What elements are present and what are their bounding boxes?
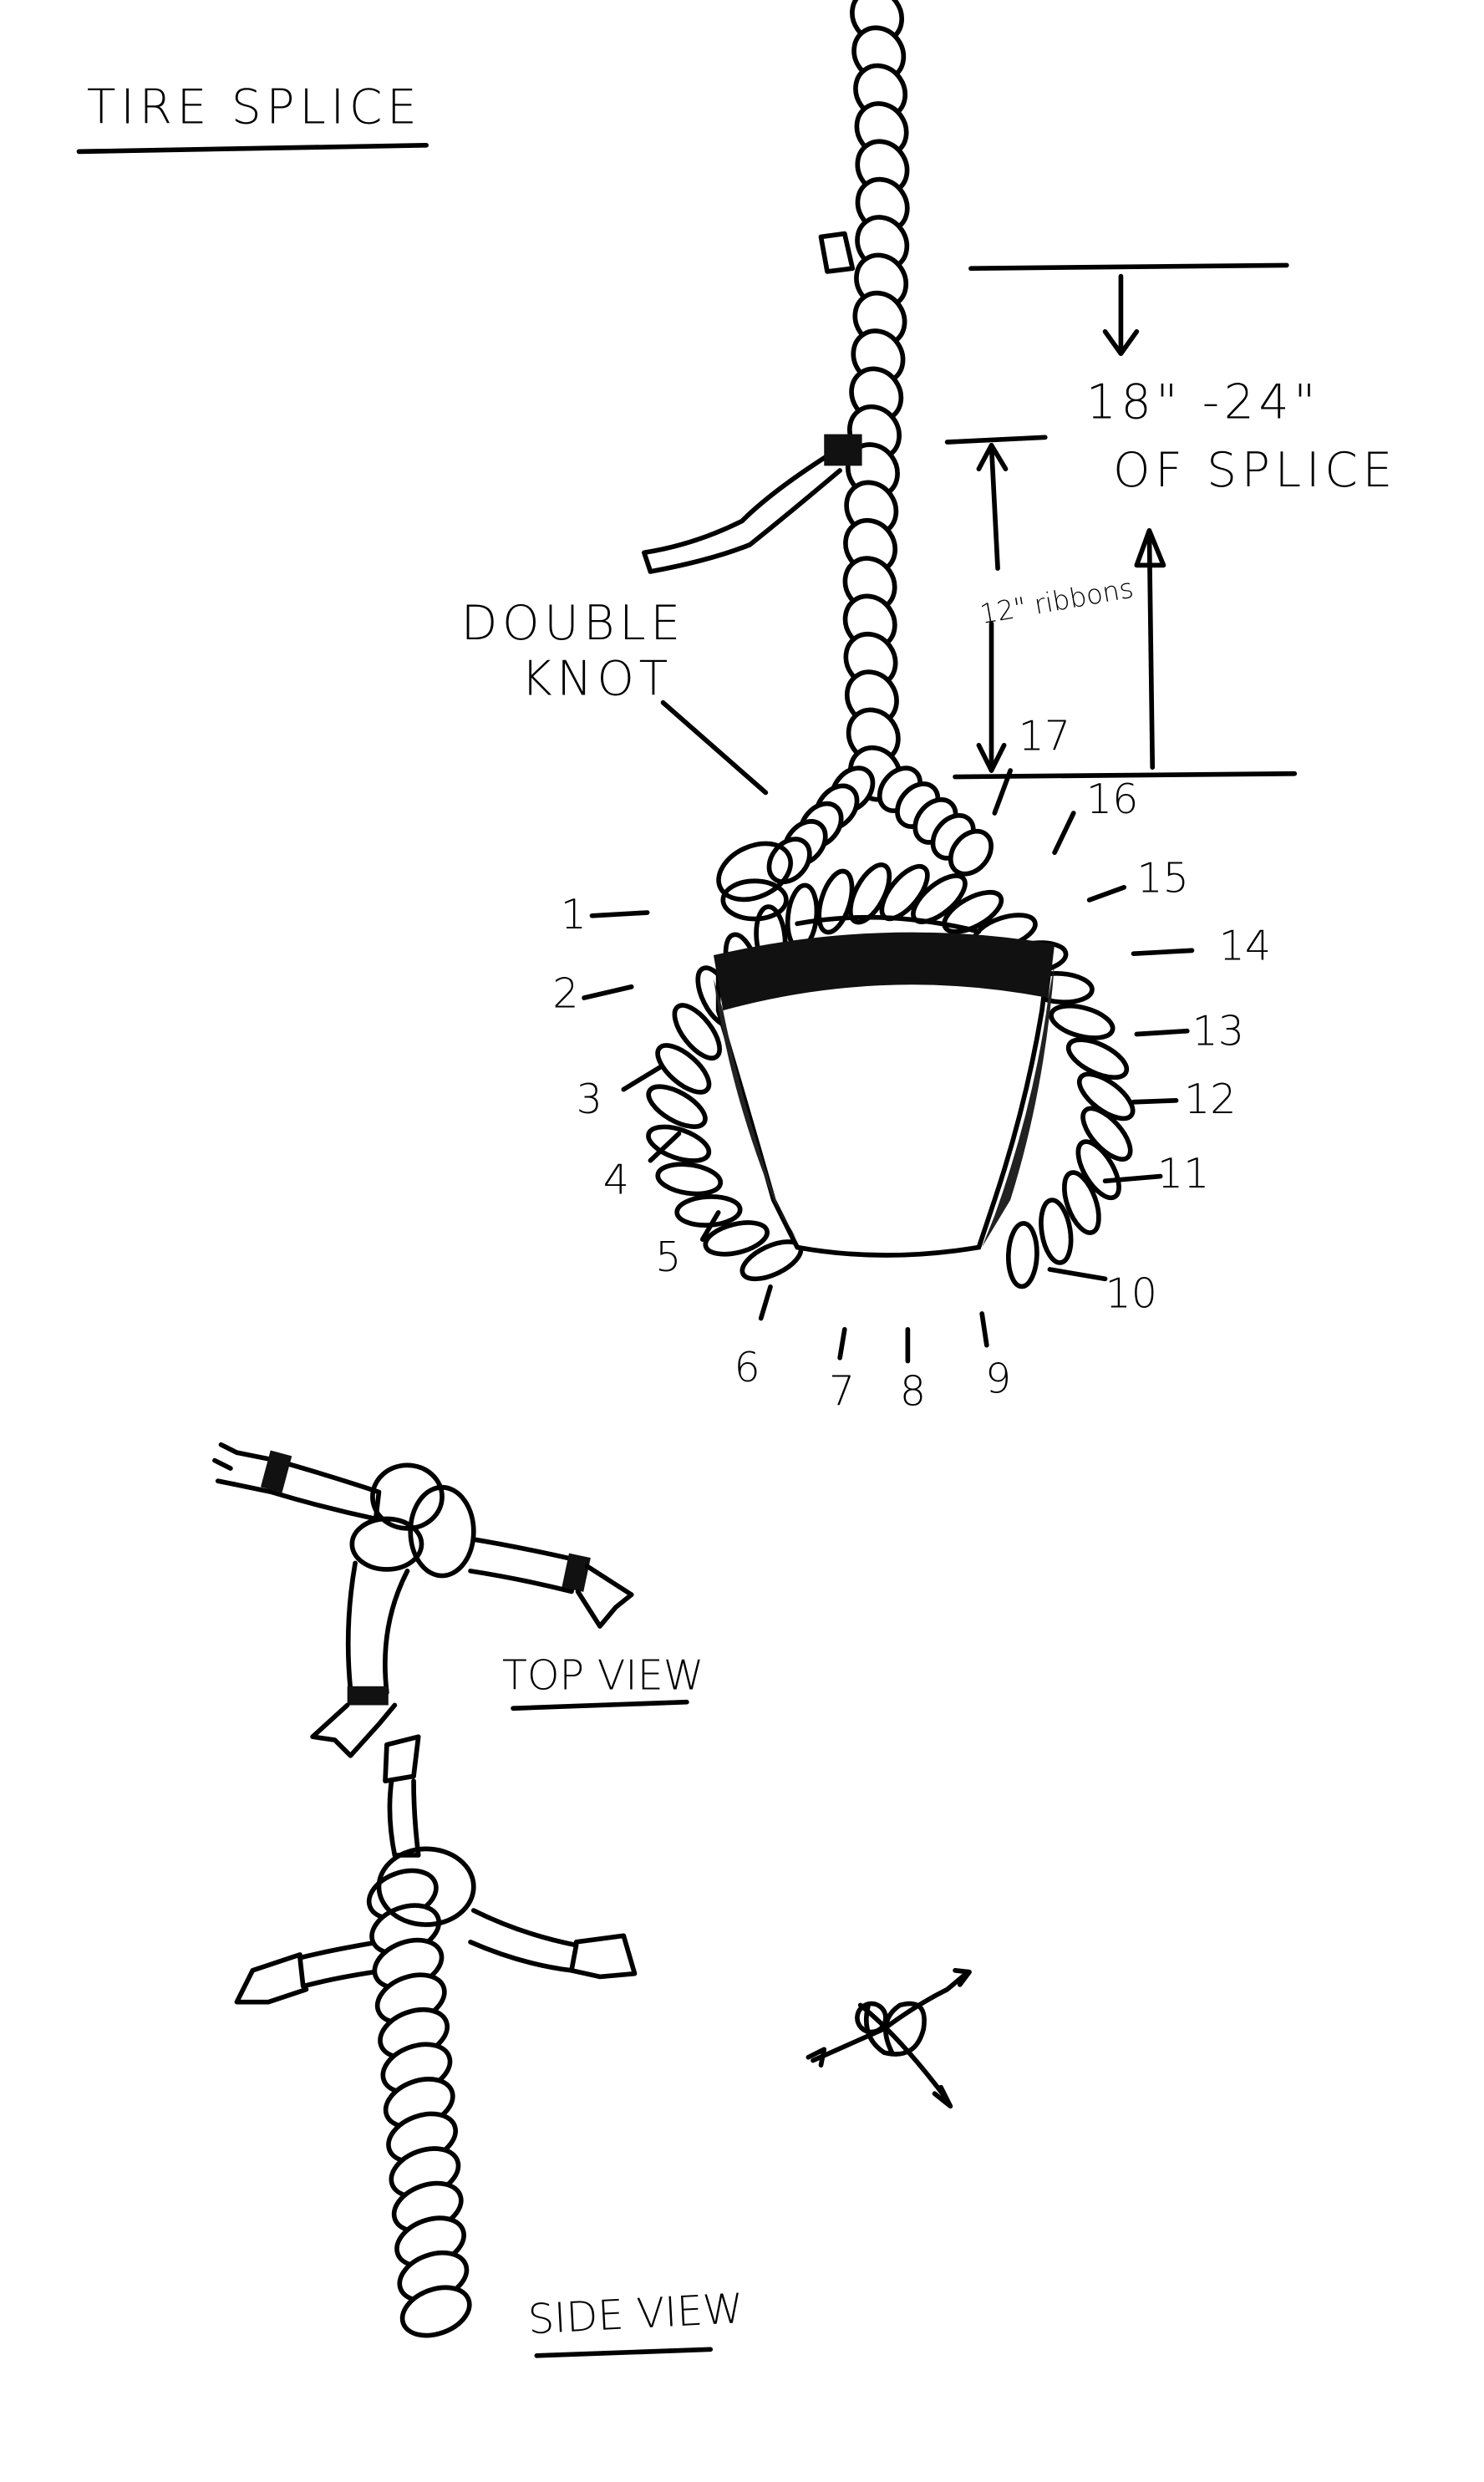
loop-strand: [672, 1003, 722, 1060]
wrap-number-2: 2: [552, 969, 578, 1017]
loop-strand: [1039, 1198, 1074, 1265]
wrap-number-10: 10: [1105, 1269, 1158, 1317]
loop-strand: [1062, 1170, 1101, 1235]
side-view-rope: [234, 1734, 638, 2338]
wrap-number-3: 3: [577, 1075, 602, 1123]
top-view-underline: [511, 1699, 689, 1711]
dimension-lines: [944, 262, 1298, 780]
wrap-number-11: 11: [1157, 1149, 1210, 1198]
leader-line: [699, 1210, 721, 1242]
wrap-number-16: 16: [1086, 775, 1139, 823]
wrap-number-14: 14: [1219, 922, 1272, 970]
side-view-label: SIDE VIEW: [527, 2284, 745, 2343]
callout-leader: [660, 699, 769, 796]
side-knot: [376, 1846, 476, 1927]
diagram-title: TIRE SPLICE: [87, 79, 422, 135]
loop-strand: [703, 1220, 770, 1257]
loop-strand: [1005, 1221, 1039, 1289]
title-underline: [76, 142, 429, 155]
leader-line: [1134, 1028, 1190, 1037]
splice-caption: OF SPLICE: [1113, 443, 1397, 498]
leader-line: [1047, 1267, 1108, 1282]
top-view-label: TOP VIEW: [502, 1651, 704, 1700]
tire: [713, 914, 1055, 1258]
leader-line: [621, 1065, 663, 1092]
wrap-number-4: 4: [603, 1155, 629, 1203]
leader-line: [992, 768, 1014, 816]
loop-strand: [646, 1084, 708, 1129]
leader-line: [1052, 811, 1076, 856]
ribbon-end: [642, 447, 842, 574]
leader-line: [1102, 1173, 1163, 1184]
wrap-number-13: 13: [1192, 1007, 1244, 1055]
wrap-number-8: 8: [900, 1366, 926, 1415]
top-view-knot: [212, 1442, 634, 1758]
leader-line: [648, 1131, 682, 1163]
leader-line: [589, 910, 650, 918]
rope: [766, 0, 994, 884]
side-view-underline: [534, 2347, 714, 2358]
wrap-number-12: 12: [1184, 1075, 1237, 1123]
leader-line: [582, 984, 634, 1000]
loop-strand: [646, 1124, 712, 1163]
wrap-number-9: 9: [985, 1354, 1011, 1402]
leader-line: [1131, 948, 1195, 956]
arrow-up-icon: [988, 442, 1000, 571]
leader-line: [758, 1284, 773, 1321]
wrap-number-1: 1: [561, 890, 587, 938]
tire-tread: [713, 932, 1055, 1011]
leader-line: [1086, 884, 1127, 903]
callout-knot: KNOT: [521, 651, 672, 706]
leader-line: [1131, 1098, 1179, 1105]
splice-length-label: 18" -24": [1086, 375, 1320, 430]
loop-strand: [1075, 1139, 1121, 1201]
loop-strand: [655, 1043, 712, 1095]
wrap-number-17: 17: [1019, 711, 1071, 760]
loop-strand: [1049, 1003, 1116, 1040]
ribbons-label: 12" ribbons: [978, 572, 1136, 631]
loop-strand: [1065, 1037, 1130, 1081]
callout-double: DOUBLE: [461, 596, 685, 651]
wrap-number-15: 15: [1136, 853, 1189, 902]
wrap-number-6: 6: [734, 1343, 760, 1391]
rope-strand: [948, 828, 994, 877]
ribbon-wrap: [824, 434, 862, 466]
double-knot: [716, 841, 793, 903]
wrap-number-7: 7: [829, 1366, 855, 1415]
leader-line: [837, 1326, 847, 1361]
loop-strand: [655, 1162, 724, 1197]
coil-strand: [399, 2285, 472, 2338]
loop-strand: [942, 889, 1004, 934]
wrap-number-5: 5: [655, 1233, 681, 1281]
arrow-up-icon: [1146, 531, 1156, 771]
loop-strand: [674, 1194, 743, 1228]
leader-line: [979, 1311, 989, 1348]
knot-schematic: [806, 1968, 972, 2109]
